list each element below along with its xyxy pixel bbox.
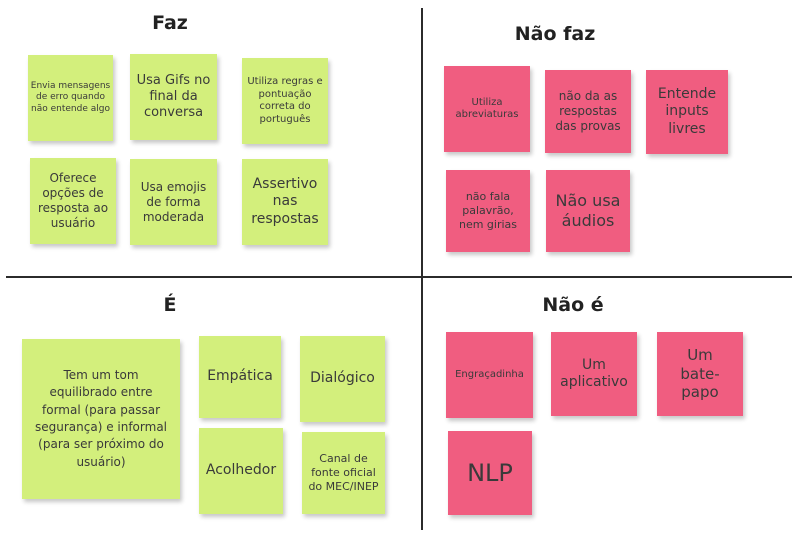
note-text: NLP bbox=[467, 459, 513, 487]
note-nao-faz-2[interactable]: não da as respostas das provas bbox=[545, 70, 631, 153]
note-text: não fala palavrão, nem girias bbox=[458, 190, 518, 231]
note-nao-faz-5[interactable]: Não usa áudios bbox=[546, 170, 630, 252]
title-nao-e: Não é bbox=[542, 294, 604, 316]
note-text: Tem um tom equilibrado entre formal (par… bbox=[35, 367, 167, 469]
note-faz-6[interactable]: Assertivo nas respostas bbox=[242, 159, 328, 245]
note-faz-3[interactable]: Utiliza regras e pontuação correta do po… bbox=[242, 58, 328, 144]
note-text: Um bate-papo bbox=[680, 345, 720, 402]
note-text: Engraçadinha bbox=[455, 368, 524, 380]
note-nao-e-3[interactable]: Um bate-papo bbox=[657, 332, 743, 416]
note-e-1[interactable]: Tem um tom equilibrado entre formal (par… bbox=[22, 339, 180, 499]
note-nao-e-1[interactable]: Engraçadinha bbox=[446, 332, 533, 418]
note-text: Empática bbox=[207, 368, 273, 385]
note-nao-e-4[interactable]: NLP bbox=[448, 431, 532, 515]
note-text: Envia mensagens de erro quando não enten… bbox=[30, 81, 111, 114]
note-text: Utiliza abreviaturas bbox=[455, 96, 519, 121]
note-e-5[interactable]: Canal de fonte oficial do MEC/INEP bbox=[302, 432, 385, 514]
note-faz-5[interactable]: Usa emojis de forma moderada bbox=[130, 159, 217, 245]
note-e-2[interactable]: Empática bbox=[199, 336, 281, 418]
note-text: Um aplicativo bbox=[560, 356, 628, 391]
note-text: Assertivo nas respostas bbox=[251, 175, 319, 227]
note-text: Usa Gifs no final da conversa bbox=[136, 72, 211, 121]
vertical-divider bbox=[421, 8, 423, 530]
horizontal-divider bbox=[6, 276, 792, 278]
note-faz-2[interactable]: Usa Gifs no final da conversa bbox=[130, 54, 217, 140]
note-faz-1[interactable]: Envia mensagens de erro quando não enten… bbox=[28, 55, 113, 141]
title-nao-faz: Não faz bbox=[514, 23, 596, 45]
note-e-4[interactable]: Acolhedor bbox=[199, 428, 283, 514]
note-text: Entende inputs livres bbox=[657, 85, 717, 137]
note-text: Canal de fonte oficial do MEC/INEP bbox=[308, 452, 379, 493]
note-nao-faz-4[interactable]: não fala palavrão, nem girias bbox=[446, 170, 530, 252]
note-text: Oferece opções de resposta ao usuário bbox=[37, 171, 109, 230]
title-faz: Faz bbox=[152, 12, 188, 34]
note-text: Não usa áudios bbox=[555, 191, 621, 230]
title-e: É bbox=[163, 294, 177, 316]
note-text: Utiliza regras e pontuação correta do po… bbox=[247, 76, 323, 125]
note-text: Usa emojis de forma moderada bbox=[140, 179, 207, 224]
note-nao-faz-1[interactable]: Utiliza abreviaturas bbox=[444, 66, 530, 152]
note-text: Dialógico bbox=[310, 370, 375, 387]
note-nao-e-2[interactable]: Um aplicativo bbox=[551, 332, 637, 416]
note-text: não da as respostas das provas bbox=[555, 89, 621, 133]
note-e-3[interactable]: Dialógico bbox=[300, 336, 385, 422]
note-nao-faz-3[interactable]: Entende inputs livres bbox=[646, 70, 728, 154]
note-text: Acolhedor bbox=[205, 462, 277, 479]
note-faz-4[interactable]: Oferece opções de resposta ao usuário bbox=[30, 158, 116, 244]
